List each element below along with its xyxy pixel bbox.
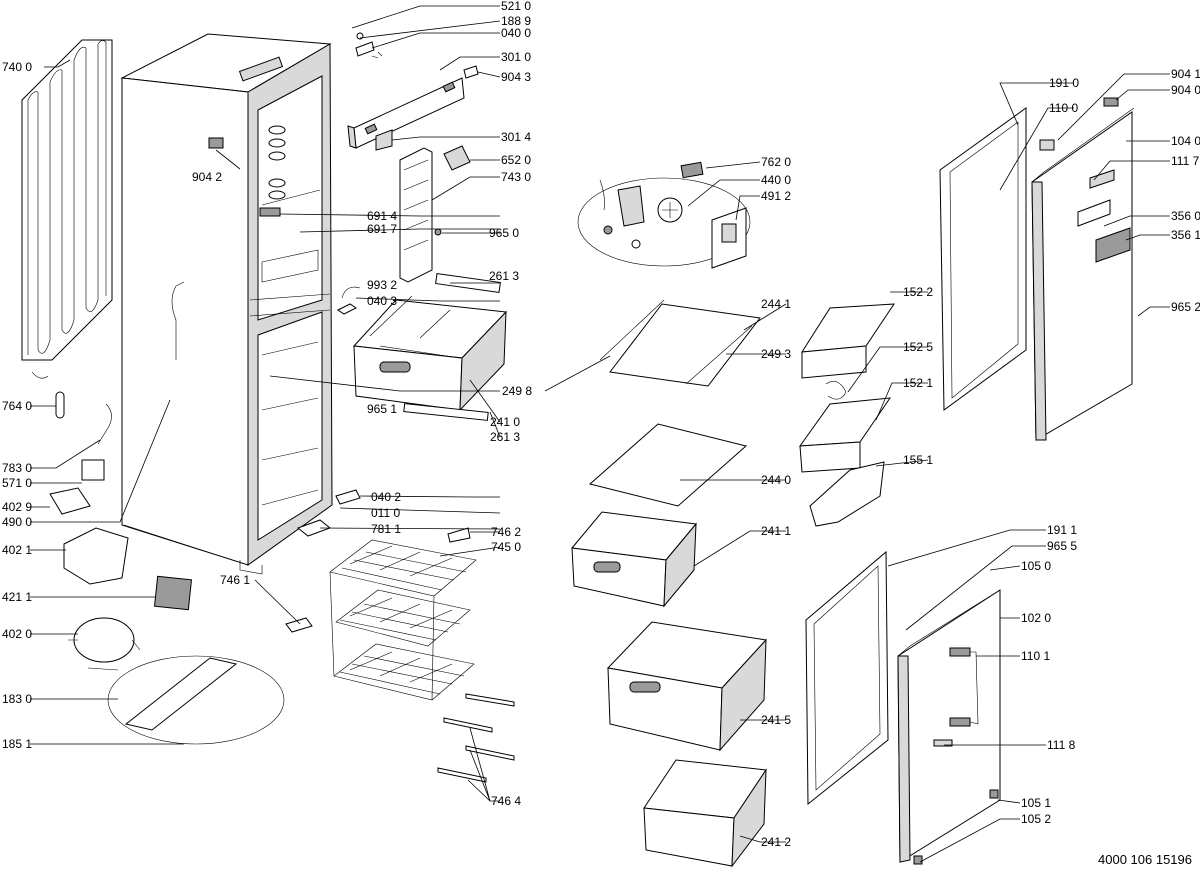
part-label-762-0: 762 0 (761, 155, 791, 169)
part-label-241-2: 241 2 (761, 835, 791, 849)
part-label-746-2: 746 2 (491, 525, 521, 539)
part-label-261-3-upper: 261 3 (489, 269, 519, 283)
part-label-904-1: 904 1 (1171, 67, 1200, 81)
part-label-652-0: 652 0 (501, 153, 531, 167)
part-label-249-8: 249 8 (502, 384, 532, 398)
lower-door-drawing (805, 550, 1001, 865)
part-label-188-9: 188 9 (501, 14, 531, 28)
part-label-743-0: 743 0 (501, 170, 531, 184)
part-label-402-1: 402 1 (2, 543, 32, 557)
rail-pieces-drawing (437, 693, 515, 783)
part-label-111-7: 111 7 (1171, 154, 1200, 168)
part-label-521-0: 521 0 (501, 0, 531, 13)
part-label-155-1: 155 1 (903, 453, 933, 467)
freezer-drawer-241-5-drawing (606, 621, 767, 752)
part-label-040-0: 040 0 (501, 26, 531, 40)
part-label-104-0: 104 0 (1171, 134, 1200, 148)
bottom-small-parts-drawing (285, 489, 471, 633)
thermostat-parts-drawing (337, 286, 361, 315)
fan-assembly-drawing (577, 161, 751, 269)
part-label-965-1: 965 1 (367, 402, 397, 416)
part-label-421-1: 421 1 (2, 590, 32, 604)
part-label-191-1: 191 1 (1047, 523, 1077, 537)
part-label-781-1: 781 1 (371, 522, 401, 536)
part-label-105-1: 105 1 (1021, 796, 1051, 810)
part-label-110-0: 110 0 (1049, 101, 1078, 115)
part-label-261-3-lower: 261 3 (490, 430, 520, 444)
part-label-011-0: 011 0 (371, 506, 400, 520)
part-label-185-1: 185 1 (2, 737, 32, 751)
part-label-241-5: 241 5 (761, 713, 791, 727)
freezer-drawer-241-1-drawing (571, 511, 697, 608)
part-label-402-0: 402 0 (2, 627, 32, 641)
part-label-691-4: 691 4 (367, 209, 397, 223)
part-label-965-2: 965 2 (1171, 300, 1200, 314)
part-label-152-2: 152 2 (903, 285, 933, 299)
part-label-105-0: 105 0 (1021, 559, 1051, 573)
top-trim-drawing (347, 65, 479, 151)
upper-door-drawing (939, 97, 1135, 441)
part-label-440-0: 440 0 (761, 173, 791, 187)
part-label-571-0: 571 0 (2, 476, 32, 490)
part-label-490-0: 490 0 (2, 515, 32, 529)
part-label-244-1: 244 1 (761, 297, 791, 311)
part-label-746-1: 746 1 (220, 573, 250, 587)
part-label-491-2: 491 2 (761, 189, 791, 203)
part-label-764-0: 764 0 (2, 399, 32, 413)
cabinet-body-drawing (120, 33, 333, 575)
part-label-105-2: 105 2 (1021, 812, 1051, 826)
part-label-249-3: 249 3 (761, 347, 791, 361)
part-label-904-0: 904 0 (1171, 83, 1200, 97)
part-label-301-4: 301 4 (501, 130, 531, 144)
wire-racks-drawing (329, 539, 477, 701)
part-label-965-0: 965 0 (489, 226, 519, 240)
part-label-183-0: 183 0 (2, 692, 32, 706)
part-label-965-5: 965 5 (1047, 539, 1077, 553)
part-label-746-4: 746 4 (491, 794, 521, 808)
part-label-301-0: 301 0 (501, 50, 531, 64)
part-label-356-0: 356 0 (1171, 209, 1200, 223)
door-bins-drawing (798, 303, 895, 527)
part-label-356-1: 356 1 (1171, 228, 1200, 242)
part-label-191-0: 191 0 (1049, 76, 1079, 90)
part-label-102-0: 102 0 (1021, 611, 1051, 625)
part-label-152-1: 152 1 (903, 376, 933, 390)
part-label-783-0: 783 0 (2, 461, 32, 475)
condenser-coil-drawing (21, 39, 113, 379)
part-label-110-1: 110 1 (1021, 649, 1050, 663)
part-label-241-1: 241 1 (761, 524, 791, 538)
part-label-904-2: 904 2 (192, 170, 222, 184)
part-label-241-0: 241 0 (490, 415, 520, 429)
part-label-402-9: 402 9 (2, 500, 32, 514)
glass-shelf-lower-drawing (588, 423, 748, 507)
part-label-040-3: 040 3 (367, 294, 397, 308)
part-label-904-3: 904 3 (501, 70, 531, 84)
air-duct-drawing (399, 145, 471, 283)
document-number: 4000 106 15196 (1098, 852, 1192, 867)
part-label-745-0: 745 0 (491, 540, 521, 554)
part-label-152-5: 152 5 (903, 340, 933, 354)
part-label-740-0: 740 0 (2, 60, 32, 74)
part-label-993-2: 993 2 (367, 278, 397, 292)
part-label-040-2: 040 2 (371, 490, 401, 504)
freezer-drawer-241-2-drawing (643, 759, 767, 868)
compressor-area-parts-drawing (49, 391, 285, 745)
part-label-691-7: 691 7 (367, 222, 397, 236)
leader-lines (30, 5, 1170, 863)
glass-shelf-upper-drawing (599, 299, 761, 387)
part-label-111-8: 111 8 (1047, 738, 1076, 752)
part-label-244-0: 244 0 (761, 473, 791, 487)
